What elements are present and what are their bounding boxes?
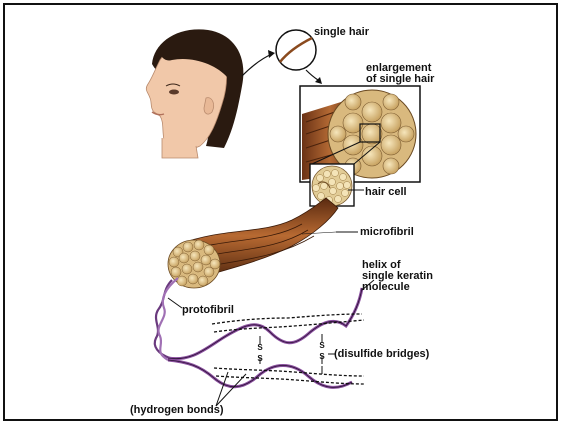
diagram-frame: single hair enlargement of single hair h…: [3, 3, 558, 421]
arrow-head-to-hair: [242, 50, 275, 76]
single-hair-magnifier: [276, 30, 316, 70]
protofibril-twist: [155, 278, 178, 360]
label-enlargement-line2: of single hair: [366, 73, 434, 85]
label-protofibril: protofibril: [182, 304, 234, 316]
sulfur-atom: S: [256, 355, 264, 363]
sulfur-atom: S: [256, 344, 264, 352]
sulfur-atom: S: [318, 353, 326, 361]
label-helix-line3: molecule: [362, 281, 410, 293]
woman-head-figure: [146, 29, 243, 158]
label-microfibril: microfibril: [360, 226, 414, 238]
label-single-hair: single hair: [314, 26, 369, 38]
sulfur-atom: S: [318, 342, 326, 350]
label-hair-cell: hair cell: [365, 186, 407, 198]
label-disulfide-bridges: (disulfide bridges): [334, 348, 429, 360]
hair-structure-illustration: [5, 5, 560, 423]
keratin-helix-bottom: [168, 360, 364, 387]
label-hydrogen-bonds: (hydrogen bonds): [130, 404, 224, 416]
arrow-hair-to-enlargement: [306, 70, 322, 84]
